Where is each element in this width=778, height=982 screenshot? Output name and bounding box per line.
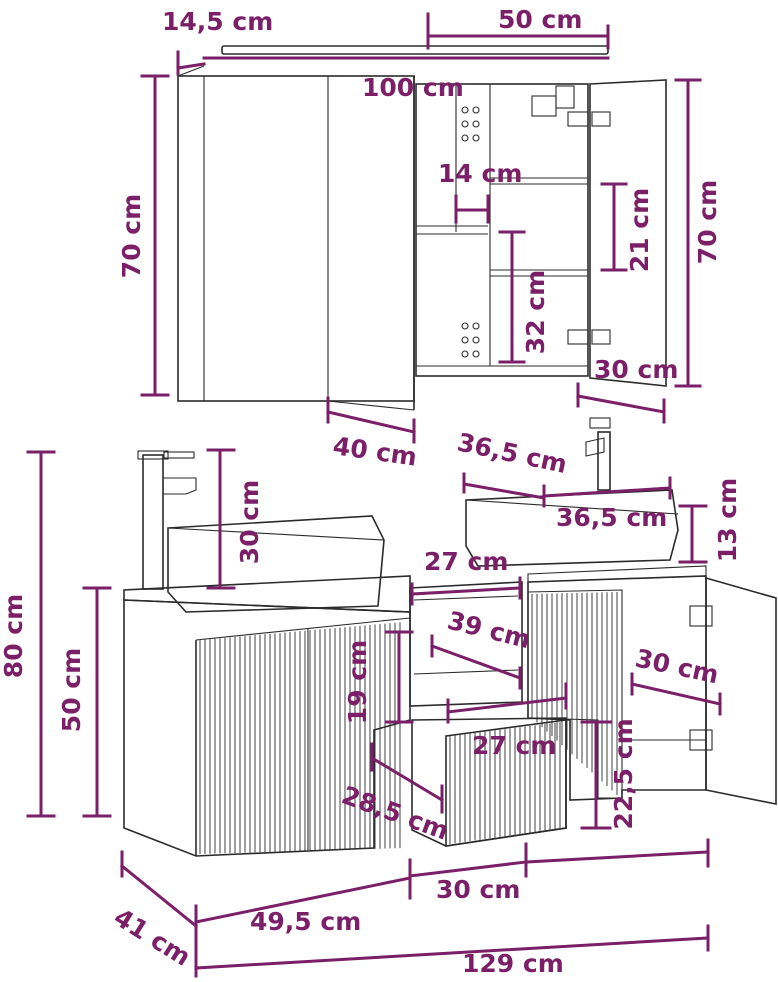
label-total-width: 129 cm (462, 949, 564, 978)
label-compartment-height: 19 cm (343, 640, 372, 724)
hinge-icon (689, 605, 713, 751)
label-mirror-inner-depth: 14 cm (438, 159, 522, 188)
label-middle-width: 30 cm (436, 875, 520, 904)
dimension-lines (26, 12, 722, 978)
label-total-height: 80 cm (0, 594, 28, 678)
label-compartment-width: 27 cm (424, 547, 508, 576)
label-mirror-height-left: 70 cm (117, 194, 146, 278)
label-cabinet-height: 50 cm (57, 648, 86, 732)
label-mirror-shelf-32: 32 cm (521, 270, 550, 354)
label-side-door-width: 30 cm (633, 644, 722, 690)
label-basin-height-left: 30 cm (235, 480, 264, 564)
mirror-cabinet-open (415, 83, 589, 377)
label-mirror-half-width: 50 cm (498, 5, 582, 34)
label-cabinet-depth: 41 cm (109, 902, 196, 971)
label-drawer-height: 22,5 cm (609, 718, 638, 829)
mirror-cabinet-door (589, 79, 667, 387)
vanity-unit (123, 417, 777, 857)
label-mirror-depth: 14,5 cm (162, 7, 273, 36)
vanity-door (705, 576, 777, 805)
fluted-drawer-texture (449, 722, 561, 844)
mirror-cabinet-closed (177, 75, 415, 402)
label-compartment-depth: 39 cm (445, 606, 534, 655)
hinge-icon (567, 111, 611, 345)
left-basin (167, 515, 385, 613)
fluted-door-texture (199, 622, 401, 854)
right-basin (465, 489, 679, 567)
label-mirror-shelf-21: 21 cm (625, 188, 654, 272)
label-basin-width: 36,5 cm (556, 503, 667, 532)
socket-icon (531, 95, 557, 117)
label-drawer-width: 27 cm (472, 731, 556, 760)
led-light-bar (221, 45, 609, 55)
label-basin-depth-top: 36,5 cm (455, 428, 570, 479)
label-mirror-height-right: 70 cm (693, 180, 722, 264)
mirror-cabinet (177, 45, 667, 411)
label-mirror-total-width: 100 cm (362, 73, 464, 102)
label-basin-height-right: 13 cm (713, 478, 742, 562)
label-mirror-door-30: 30 cm (594, 355, 678, 384)
faucet-icon (585, 417, 611, 491)
faucet-icon (137, 450, 197, 590)
label-left-cabinet-width: 49,5 cm (250, 907, 361, 936)
label-mirror-door-40: 40 cm (331, 431, 419, 471)
